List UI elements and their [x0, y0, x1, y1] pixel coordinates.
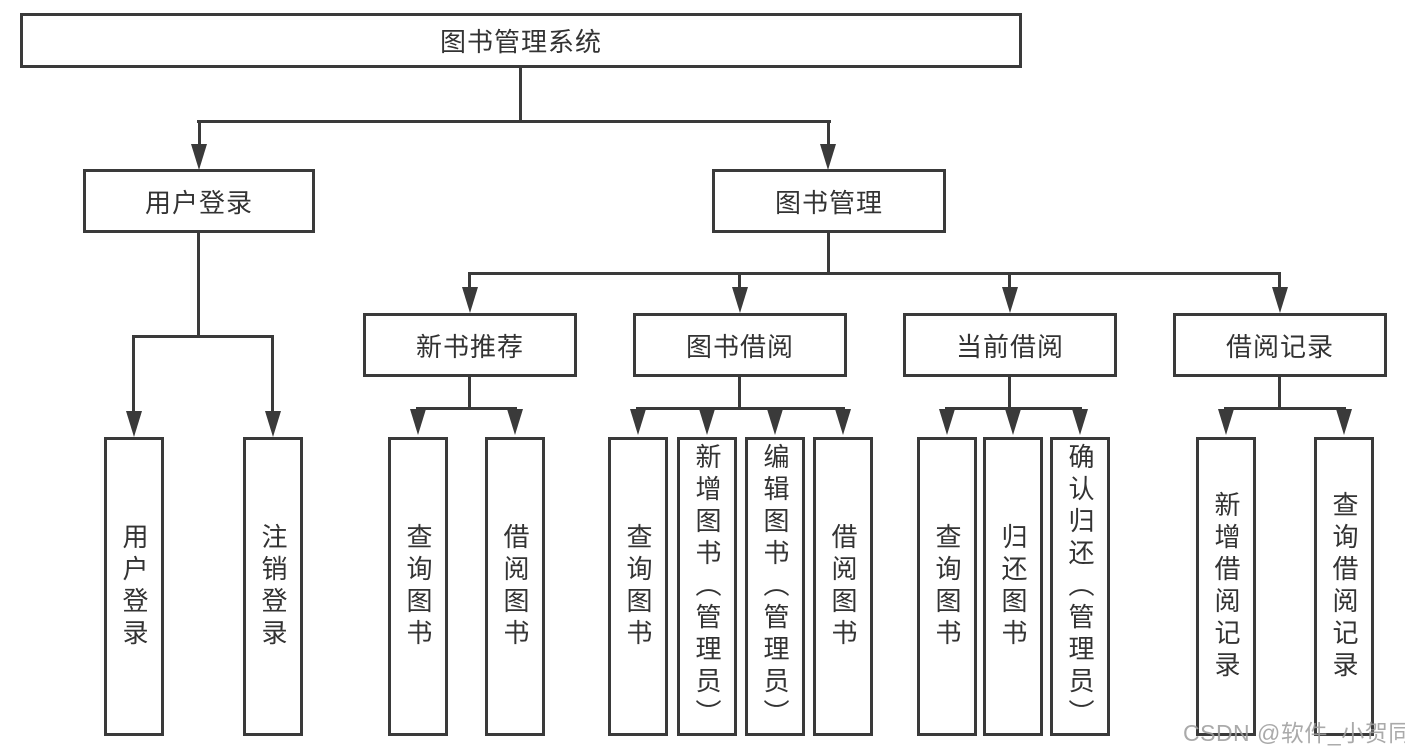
leaf-borrow-books-recommend: 借阅图书: [485, 437, 545, 736]
connector-line: [1278, 272, 1281, 291]
connector-line: [271, 335, 274, 414]
arrow-down-icon: [462, 287, 478, 313]
leaf-return-book: 归还图书: [983, 437, 1043, 736]
connector-line: [1008, 377, 1011, 410]
connector-line: [468, 272, 471, 291]
connector-line: [738, 272, 741, 291]
node-label: 当前借阅: [955, 331, 1064, 362]
leaf-user-login: 用户登录: [104, 437, 164, 736]
node-label: 查询图书: [932, 522, 962, 651]
connector-line: [636, 407, 845, 410]
node-label: 图书管理系统: [439, 27, 602, 57]
connector-line: [1008, 272, 1011, 291]
arrow-down-icon: [939, 409, 955, 435]
arrow-down-icon: [630, 409, 646, 435]
arrow-down-icon: [1218, 409, 1234, 435]
node-new-book-recommendation: 新书推荐: [363, 313, 577, 377]
connector-line: [519, 68, 522, 122]
node-label: 新增借阅记录: [1211, 490, 1241, 683]
node-label: 编辑图书（管理员）: [760, 442, 790, 731]
arrow-down-icon: [126, 411, 142, 437]
leaf-edit-book-admin: 编辑图书（管理员）: [745, 437, 805, 736]
node-label: 查询借阅记录: [1329, 490, 1359, 683]
node-library-management-system: 图书管理系统: [20, 13, 1022, 68]
node-label: 新书推荐: [415, 331, 524, 362]
node-borrowing-records: 借阅记录: [1173, 313, 1387, 377]
connector-line: [827, 233, 830, 274]
node-label: 图书借阅: [685, 331, 794, 362]
arrow-down-icon: [191, 144, 207, 170]
leaf-query-books-borrowing: 查询图书: [608, 437, 668, 736]
arrow-down-icon: [410, 409, 426, 435]
node-label: 注销登录: [258, 522, 288, 651]
csdn-watermark: CSDN @软件_小贺同学: [1183, 720, 1405, 746]
connector-line: [1278, 377, 1281, 410]
arrow-down-icon: [732, 287, 748, 313]
connector-line: [945, 407, 1082, 410]
leaf-borrow-books-borrowing: 借阅图书: [813, 437, 873, 736]
node-label: 借阅图书: [500, 522, 530, 651]
leaf-query-books-recommend: 查询图书: [388, 437, 448, 736]
connector-line: [198, 120, 201, 148]
connector-line: [197, 120, 831, 123]
node-user-login: 用户登录: [83, 169, 315, 233]
arrow-down-icon: [835, 409, 851, 435]
connector-line: [416, 407, 517, 410]
arrow-down-icon: [1005, 409, 1021, 435]
connector-line: [132, 335, 274, 338]
connector-line: [468, 272, 1281, 275]
connector-line: [827, 120, 830, 148]
node-label: 用户登录: [119, 522, 149, 651]
leaf-query-books-current: 查询图书: [917, 437, 977, 736]
arrow-down-icon: [1336, 409, 1352, 435]
arrow-down-icon: [699, 409, 715, 435]
node-label: 新增图书（管理员）: [692, 442, 722, 731]
node-label: 查询图书: [623, 522, 653, 651]
arrow-down-icon: [1002, 287, 1018, 313]
arrow-down-icon: [1272, 287, 1288, 313]
node-label: 确认归还（管理员）: [1065, 442, 1095, 731]
node-label: 用户登录: [144, 187, 253, 218]
node-label: 归还图书: [998, 522, 1028, 651]
node-book-management: 图书管理: [712, 169, 946, 233]
node-label: 图书管理: [774, 187, 883, 218]
node-label: 借阅记录: [1225, 331, 1334, 362]
connector-line: [197, 233, 200, 337]
leaf-query-borrow-record: 查询借阅记录: [1314, 437, 1374, 736]
connector-line: [738, 377, 741, 410]
connector-line: [132, 335, 135, 414]
leaf-add-borrow-record: 新增借阅记录: [1196, 437, 1256, 736]
leaf-add-book-admin: 新增图书（管理员）: [677, 437, 737, 736]
node-book-borrowing: 图书借阅: [633, 313, 847, 377]
connector-line: [1224, 407, 1346, 410]
arrow-down-icon: [507, 409, 523, 435]
arrow-down-icon: [1072, 409, 1088, 435]
node-label: 借阅图书: [828, 522, 858, 651]
arrow-down-icon: [820, 144, 836, 170]
arrow-down-icon: [767, 409, 783, 435]
leaf-confirm-return-admin: 确认归还（管理员）: [1050, 437, 1110, 736]
leaf-logout: 注销登录: [243, 437, 303, 736]
connector-line: [468, 377, 471, 410]
arrow-down-icon: [265, 411, 281, 437]
node-current-borrowing: 当前借阅: [903, 313, 1117, 377]
node-label: 查询图书: [403, 522, 433, 651]
